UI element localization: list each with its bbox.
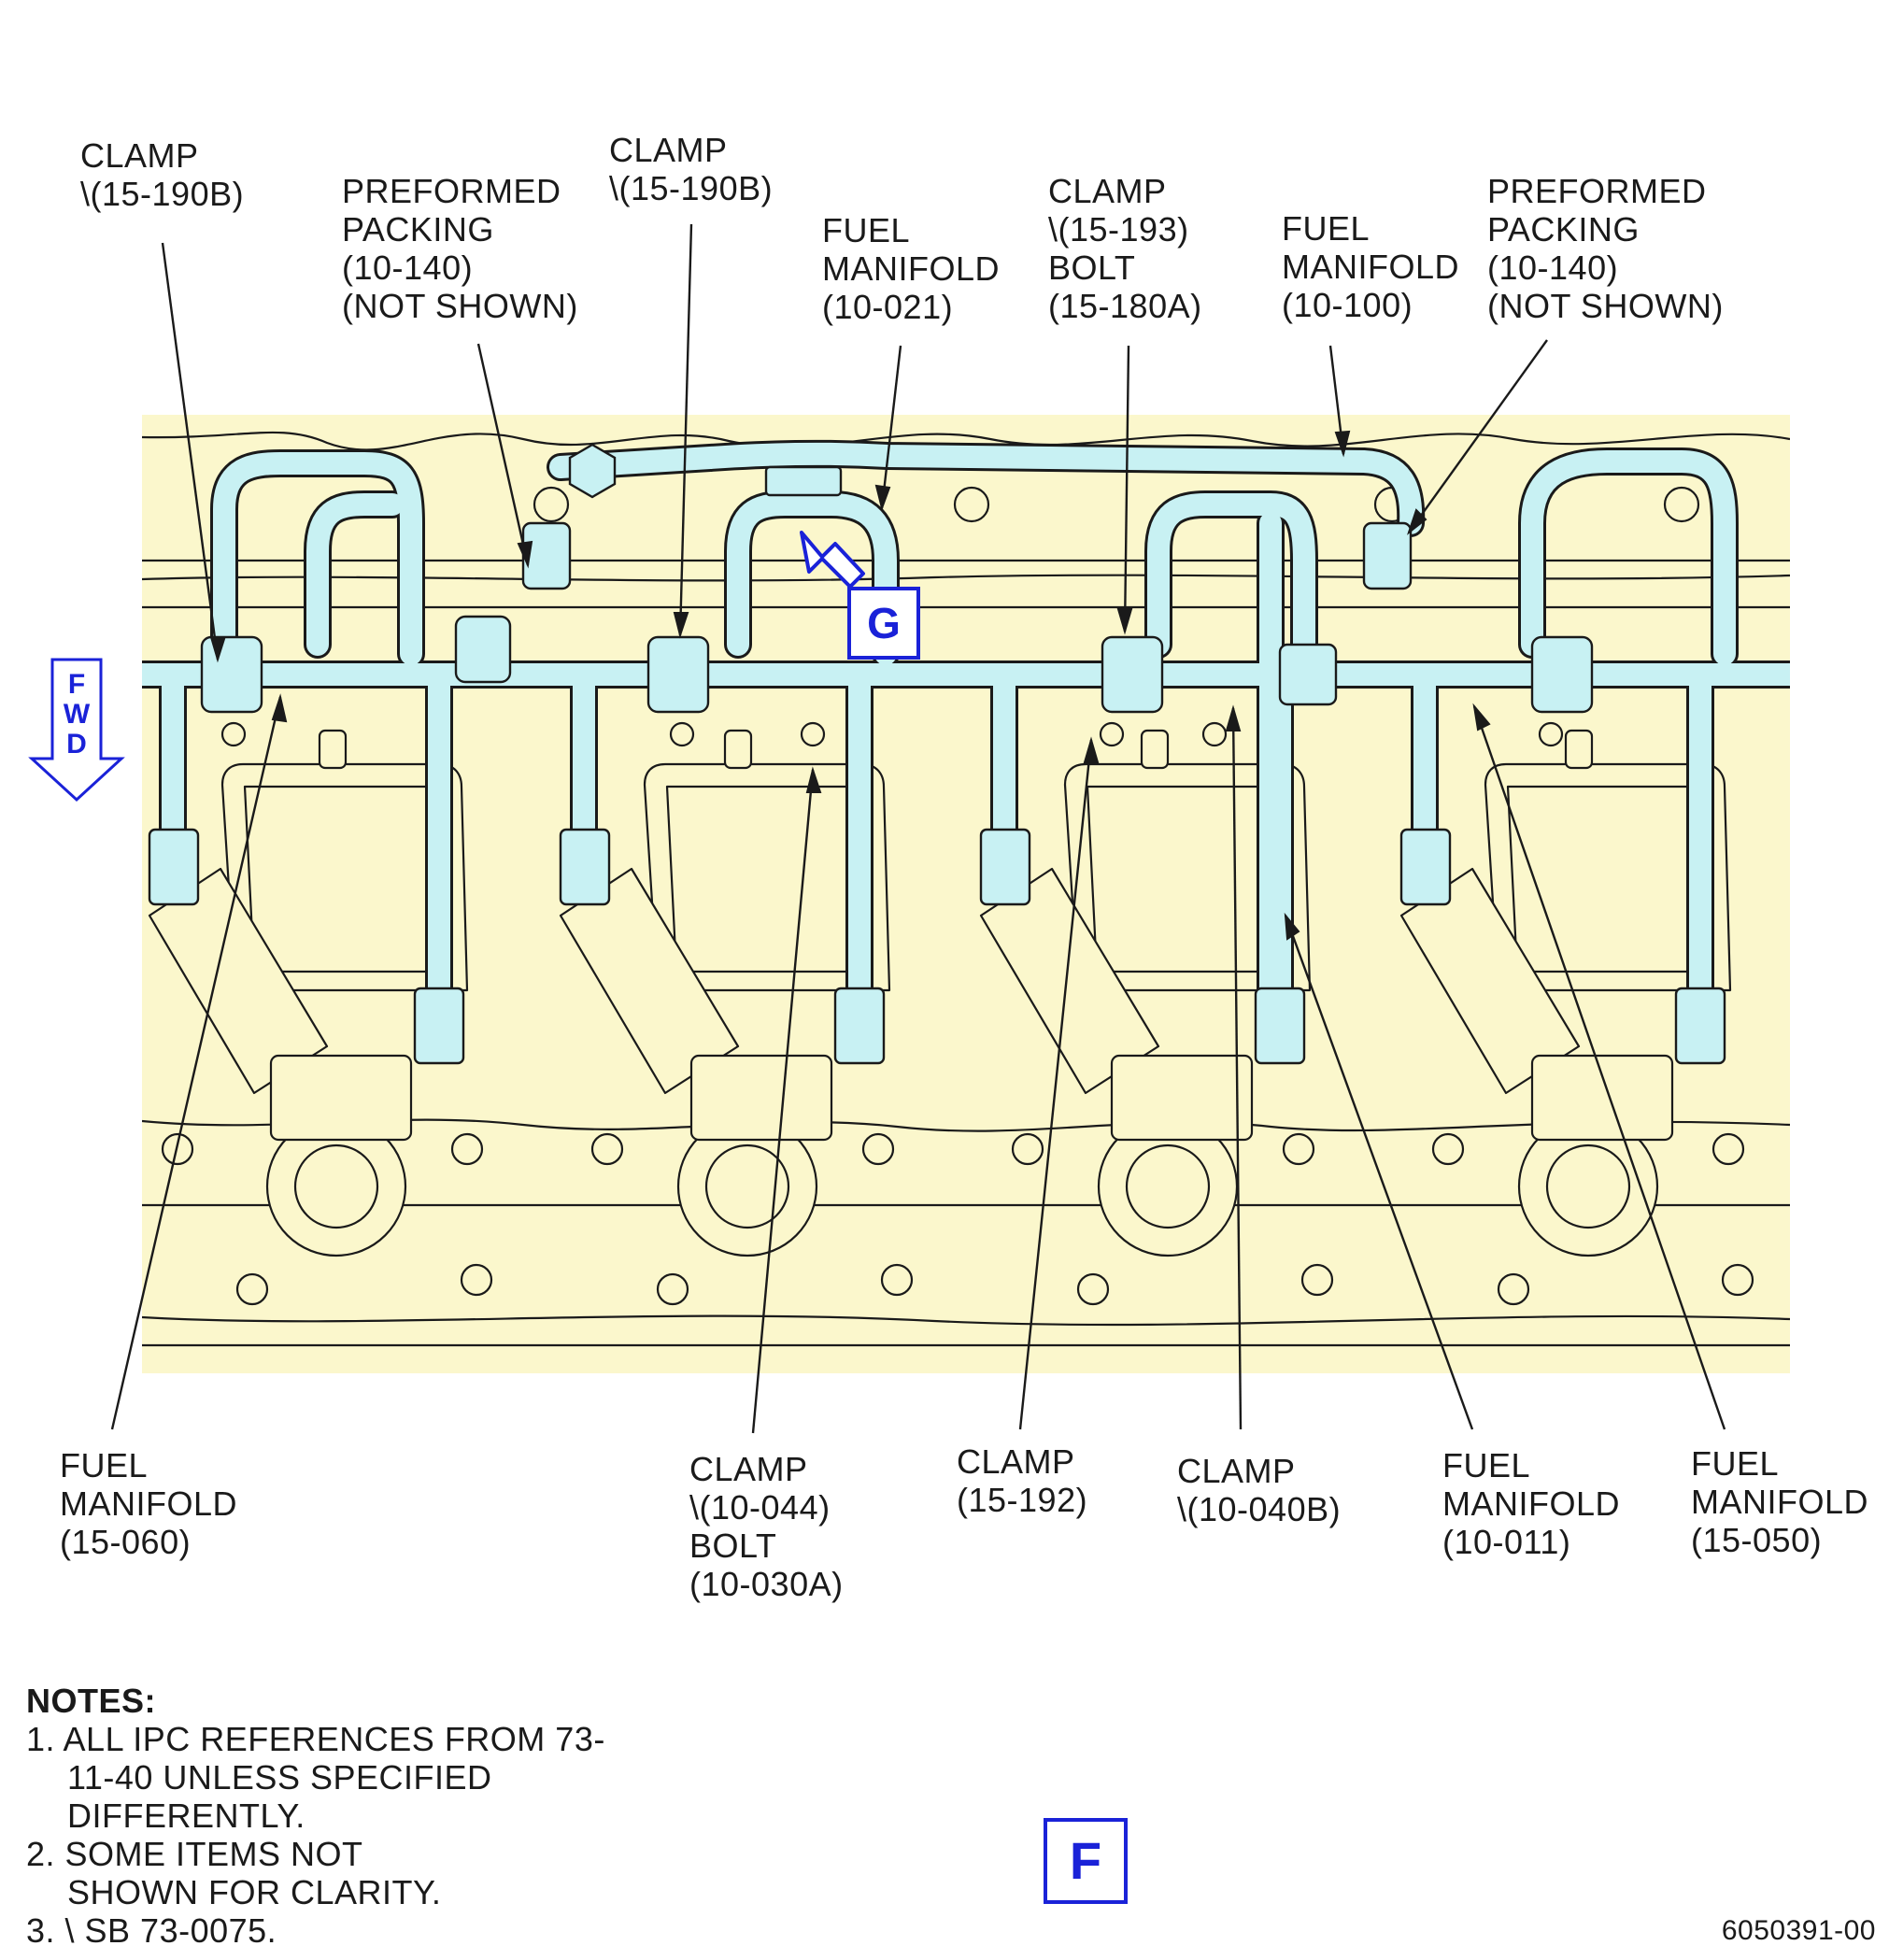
- forward-arrow-icon: [28, 658, 125, 802]
- callout-line: CLAMP: [1177, 1452, 1296, 1490]
- note-item: 3. \ SB 73-0075.: [26, 1911, 277, 1950]
- view-g-arrow: [800, 531, 865, 589]
- callout-fuel-manifold-15-050: FUEL MANIFOLD (15-050): [1691, 1444, 1868, 1559]
- callout-line: MANIFOLD: [60, 1484, 238, 1523]
- callout-line: (15-060): [60, 1523, 192, 1561]
- callout-fuel-manifold-10-021: FUEL MANIFOLD (10-021): [822, 211, 1000, 326]
- callout-line: (NOT SHOWN): [1487, 287, 1724, 325]
- callout-line: PACKING: [1487, 210, 1640, 249]
- callout-clamp-15-192: CLAMP (15-192): [957, 1442, 1087, 1519]
- callout-line: (NOT SHOWN): [342, 287, 578, 325]
- callout-line: MANIFOLD: [822, 249, 1001, 288]
- callout-line: \(15-190B): [609, 169, 774, 207]
- callout-line: CLAMP: [80, 136, 199, 175]
- callout-line: (10-030A): [689, 1565, 844, 1603]
- callout-fuel-manifold-10-011: FUEL MANIFOLD (10-011): [1442, 1446, 1620, 1561]
- callout-line: CLAMP: [957, 1442, 1075, 1481]
- callout-preformed-packing-left: PREFORMED PACKING (10-140) (NOT SHOWN): [342, 172, 578, 325]
- callout-line: (10-140): [342, 249, 474, 287]
- leader-lines: [110, 223, 1726, 1434]
- callout-line: \(10-044): [689, 1488, 831, 1527]
- forward-direction-indicator: F W D: [28, 658, 125, 803]
- fwd-letter: D: [66, 729, 87, 760]
- fwd-letter: W: [63, 699, 91, 730]
- document-number: 6050391-00: [1721, 1915, 1876, 1946]
- callout-line: FUEL: [822, 211, 911, 249]
- callout-line: BOLT: [1048, 249, 1136, 287]
- callout-line: PACKING: [342, 210, 494, 249]
- callout-fuel-manifold-15-060: FUEL MANIFOLD (15-060): [60, 1446, 237, 1561]
- callout-line: \(10-040B): [1177, 1490, 1342, 1528]
- callout-clamp-10-044: CLAMP \(10-044) BOLT (10-030A): [689, 1450, 844, 1603]
- callout-line: (10-100): [1282, 286, 1413, 324]
- callout-line: PREFORMED: [342, 172, 561, 210]
- callout-line: (15-180A): [1048, 287, 1202, 325]
- callout-line: MANIFOLD: [1282, 248, 1460, 286]
- callout-line: \(15-190B): [80, 175, 245, 213]
- callout-line: FUEL: [60, 1446, 149, 1484]
- callout-line: (10-011): [1442, 1523, 1571, 1561]
- callout-line: CLAMP: [609, 131, 728, 169]
- detail-g-marker[interactable]: G: [847, 587, 920, 660]
- callout-preformed-packing-right: PREFORMED PACKING (10-140) (NOT SHOWN): [1487, 172, 1724, 325]
- callout-line: MANIFOLD: [1442, 1484, 1621, 1523]
- fwd-letter: F: [67, 669, 86, 700]
- notes-heading: NOTES:: [26, 1682, 157, 1720]
- callout-clamp-15-190b-center: CLAMP \(15-190B): [609, 131, 773, 207]
- callout-line: FUEL: [1282, 209, 1371, 248]
- callout-fuel-manifold-10-100: FUEL MANIFOLD (10-100): [1282, 209, 1459, 324]
- callout-line: FUEL: [1691, 1444, 1780, 1483]
- callout-line: CLAMP: [1048, 172, 1167, 210]
- note-item: 1. ALL IPC REFERENCES FROM 73-11-40 UNLE…: [26, 1720, 605, 1835]
- callout-clamp-10-040b: CLAMP \(10-040B): [1177, 1452, 1341, 1528]
- callout-line: MANIFOLD: [1691, 1483, 1869, 1521]
- callout-line: (15-192): [957, 1481, 1088, 1519]
- callout-clamp-15-190b-left: CLAMP \(15-190B): [80, 136, 244, 213]
- callout-line: (15-050): [1691, 1521, 1823, 1559]
- view-f-marker: F: [1044, 1818, 1128, 1904]
- notes-block: NOTES: 1. ALL IPC REFERENCES FROM 73-11-…: [26, 1682, 628, 1950]
- note-item: 2. SOME ITEMS NOT SHOWN FOR CLARITY.: [26, 1835, 442, 1911]
- callout-line: FUEL: [1442, 1446, 1531, 1484]
- callout-line: (10-021): [822, 288, 954, 326]
- callout-line: CLAMP: [689, 1450, 808, 1488]
- callout-line: PREFORMED: [1487, 172, 1707, 210]
- callout-line: (10-140): [1487, 249, 1619, 287]
- callout-line: BOLT: [689, 1527, 777, 1565]
- callout-line: \(15-193): [1048, 210, 1189, 249]
- callout-clamp-15-193: CLAMP \(15-193) BOLT (15-180A): [1048, 172, 1202, 325]
